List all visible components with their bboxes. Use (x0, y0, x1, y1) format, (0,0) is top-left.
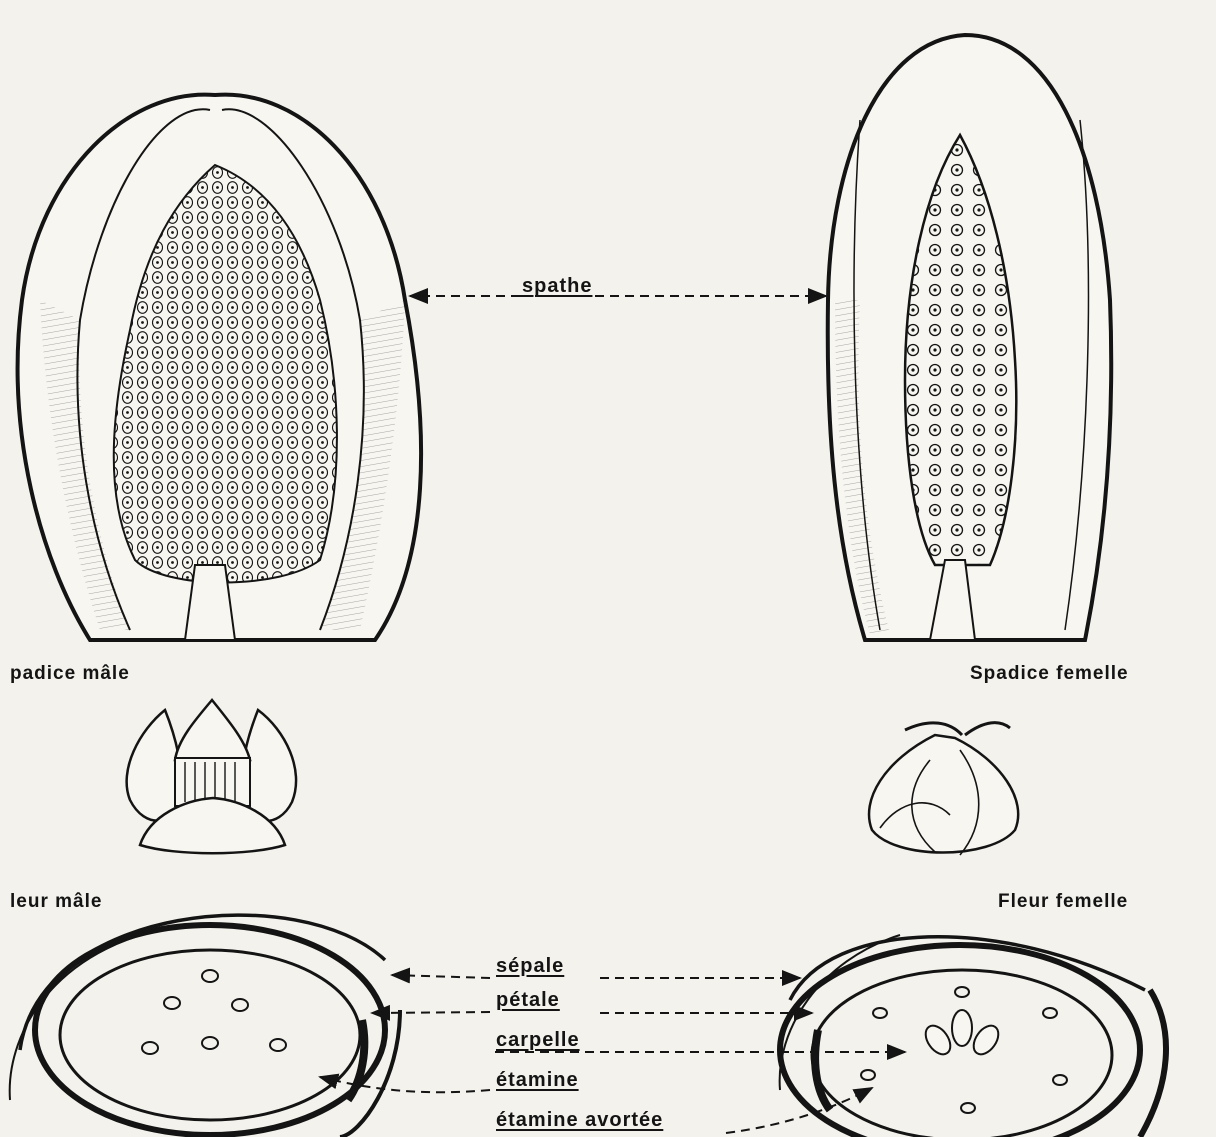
male-floral-diagram (10, 915, 400, 1137)
label-fleur-femelle: Fleur femelle (998, 892, 1128, 911)
label-petale: pétale (496, 990, 560, 1010)
label-etamine-avortee: étamine avortée (496, 1110, 663, 1130)
male-flower-drawing (127, 700, 296, 853)
female-spadix-drawing (828, 35, 1112, 640)
label-spadice-femelle: Spadice femelle (970, 664, 1129, 683)
label-fleur-male: leur mâle (10, 892, 102, 911)
male-spadix-drawing (18, 95, 421, 640)
female-floral-diagram (780, 935, 1166, 1137)
label-carpelle: carpelle (496, 1030, 580, 1050)
label-spathe: spathe (522, 276, 592, 296)
female-flower-drawing (869, 723, 1018, 855)
label-etamine: étamine (496, 1070, 579, 1090)
label-sepale: sépale (496, 956, 564, 976)
label-spadice-male: padice mâle (10, 664, 130, 683)
